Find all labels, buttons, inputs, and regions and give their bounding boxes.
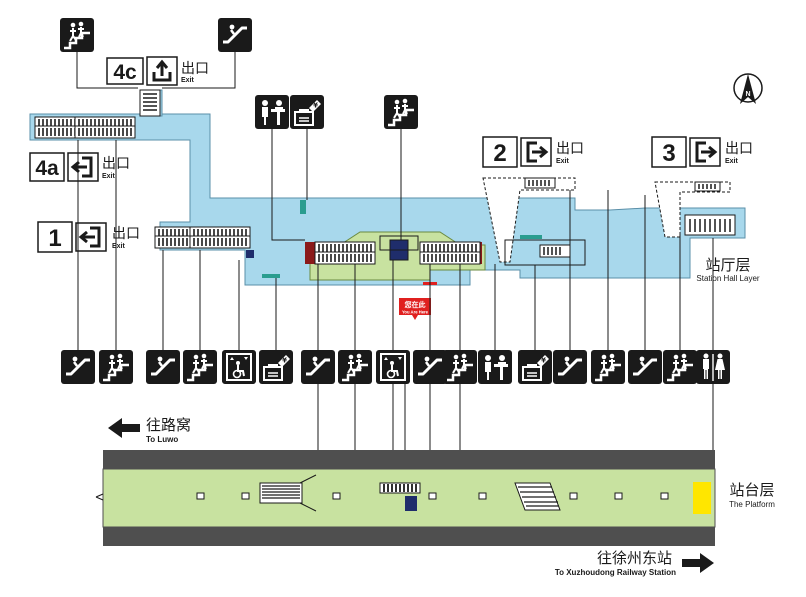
escalator-icon xyxy=(299,348,337,386)
exit-4c-en: Exit xyxy=(181,77,195,84)
exit-4a-escalator-4 xyxy=(74,125,136,139)
direction-east-cn: 往徐州东站 xyxy=(597,549,672,567)
facility-icon-row xyxy=(59,348,731,386)
exit-1-cn: 出口 xyxy=(112,226,140,242)
exit-2-cn: 出口 xyxy=(556,141,584,157)
hall-escalator-right-bottom xyxy=(419,251,481,265)
exit-3-en: Exit xyxy=(725,158,739,165)
ticket-machine-icon xyxy=(258,349,294,385)
stairs-icon xyxy=(336,348,374,386)
platform-level xyxy=(95,450,716,546)
you-are-here-cn: 您在此 xyxy=(405,300,426,309)
exit-4c-sign: 4c 出口 Exit xyxy=(106,55,209,87)
escalator-icon xyxy=(59,348,97,386)
exit-4a-number: 4a xyxy=(35,157,59,180)
toilet-icon xyxy=(695,349,731,385)
exit-right-icon xyxy=(519,136,553,168)
direction-west-cn: 往路窝 xyxy=(146,416,191,434)
exit-4c-cn: 出口 xyxy=(181,61,209,77)
vertical-connectors xyxy=(77,140,714,501)
exit-4a-sign: 4a 出口 Exit xyxy=(29,151,130,183)
exit-1-escalator-4 xyxy=(189,235,251,249)
stairs-icon xyxy=(441,348,479,386)
exit-2-en: Exit xyxy=(556,158,570,165)
exit-left-icon xyxy=(74,221,108,253)
exit-left-icon xyxy=(66,151,100,183)
platform-escalator-center xyxy=(379,482,421,511)
exit-3-sign: 3 出口 Exit xyxy=(651,136,753,168)
platform-level-cn: 站台层 xyxy=(729,481,774,499)
platform-escalator-west xyxy=(259,474,317,512)
exit-1-number: 1 xyxy=(48,225,61,252)
hall-ticket-machine-icon xyxy=(289,94,325,130)
stairs-icon xyxy=(661,348,699,386)
exit-4c-number: 4c xyxy=(113,61,137,84)
exit-3-cn: 出口 xyxy=(725,141,753,157)
ticket-machine-marker-1 xyxy=(300,200,306,214)
station-hall-area: 您在此 You Are Here xyxy=(29,89,746,320)
compass-label: N xyxy=(745,91,750,98)
exit-2-passage xyxy=(482,177,576,263)
exit-1-en: Exit xyxy=(112,243,126,250)
exit-3-passage xyxy=(654,181,731,238)
you-are-here-label: 您在此 You Are Here xyxy=(399,298,431,320)
exit-3-number: 3 xyxy=(662,140,675,167)
escalator-icon xyxy=(411,348,449,386)
ticket-machine-marker-2 xyxy=(262,274,280,278)
top-escalator-icon xyxy=(216,16,254,54)
elevator-icon xyxy=(375,349,411,385)
north-compass-icon: N xyxy=(733,73,763,104)
platform-escalator-east xyxy=(514,482,561,511)
escalator-icon xyxy=(144,348,182,386)
ticket-machine-icon xyxy=(517,349,553,385)
exit-up-icon xyxy=(145,55,179,87)
escalator-icon xyxy=(551,348,589,386)
track-south xyxy=(103,527,715,546)
track-north xyxy=(103,450,715,469)
stairs-icon xyxy=(97,348,135,386)
escalator-icon xyxy=(626,348,664,386)
elevator-icon xyxy=(221,349,257,385)
exit-4a-en: Exit xyxy=(102,173,116,180)
platform-elevator xyxy=(405,496,417,511)
hall-stair-red-left xyxy=(305,242,315,264)
direction-west-en: To Luwo xyxy=(146,435,178,444)
you-are-here-en: You Are Here xyxy=(402,310,429,315)
service-center-icon xyxy=(478,350,512,384)
stairs-icon xyxy=(589,348,627,386)
exit-2-number: 2 xyxy=(493,140,506,167)
hall-level-cn: 站厅层 xyxy=(705,256,750,274)
top-stairs-icon xyxy=(58,16,96,54)
top-connectors xyxy=(76,52,402,241)
exit-2-sign: 2 出口 Exit xyxy=(482,136,584,168)
direction-east: 往徐州东站 To Xuzhoudong Railway Station xyxy=(555,549,714,577)
exit-1-sign: 1 出口 Exit xyxy=(37,221,140,253)
hall-escalator-left-bottom xyxy=(314,251,376,265)
arrow-left-icon xyxy=(108,418,140,438)
platform-level-en: The Platform xyxy=(729,500,775,509)
direction-east-en: To Xuzhoudong Railway Station xyxy=(555,568,676,577)
platform-highlight xyxy=(693,482,711,514)
hall-level-en: Station Hall Layer xyxy=(696,274,759,283)
hall-stairs-icon xyxy=(382,93,420,131)
hall-service-center-icon xyxy=(255,95,289,129)
direction-west: 往路窝 To Luwo xyxy=(108,416,191,444)
stairs-icon xyxy=(181,348,219,386)
platform-pillars xyxy=(196,492,669,500)
arrow-right-icon xyxy=(682,553,714,573)
exit-right-icon xyxy=(688,136,722,168)
